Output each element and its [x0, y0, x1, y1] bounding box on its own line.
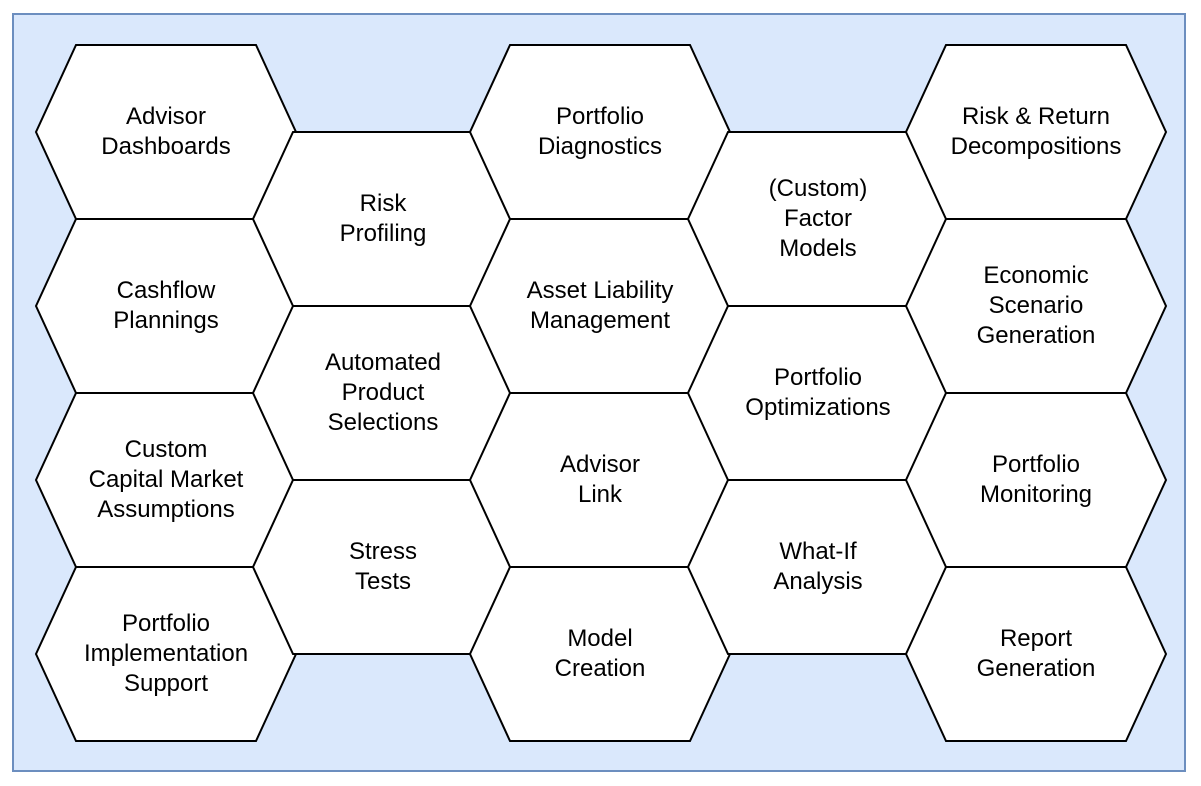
hexagon-label-portfolio-implementation-support: Portfolio Implementation Support	[83, 610, 249, 697]
hexagon-label-model-creation: Model Creation	[554, 625, 646, 682]
hexagon-label-asset-liability-management: Asset Liability Management	[526, 277, 674, 334]
hexagon-label-cashflow-plannings: Cashflow Plannings	[113, 277, 219, 334]
hexagon-label-portfolio-optimizations: Portfolio Optimizations	[745, 364, 891, 421]
hexagon-label-portfolio-monitoring: Portfolio Monitoring	[979, 451, 1093, 508]
hexagon-label-portfolio-diagnostics: Portfolio Diagnostics	[537, 103, 663, 160]
hexagon-label-report-generation: Report Generation	[976, 625, 1096, 682]
hexagon-label-risk-return-decompositions: Risk & Return Decompositions	[950, 103, 1122, 160]
hexagon-label-automated-product-selections: Automated Product Selections	[324, 349, 442, 436]
hexagon-label-custom-factor-models: (Custom) Factor Models	[768, 175, 868, 262]
hexagon-label-custom-capital-market-assumptions: Custom Capital Market Assumptions	[88, 436, 244, 523]
hexagon-label-what-if-analysis: What-If Analysis	[773, 538, 863, 595]
hexagon-label-risk-profiling: Risk Profiling	[339, 190, 427, 247]
hexagon-label-advisor-link: Advisor Link	[559, 451, 641, 508]
hexagon-label-advisor-dashboards: Advisor Dashboards	[101, 103, 231, 160]
hexagon-label-stress-tests: Stress Tests	[348, 538, 417, 595]
hexagon-report-generation	[904, 566, 1168, 742]
hexagon-label-economic-scenario-generation: Economic Scenario Generation	[976, 262, 1096, 349]
